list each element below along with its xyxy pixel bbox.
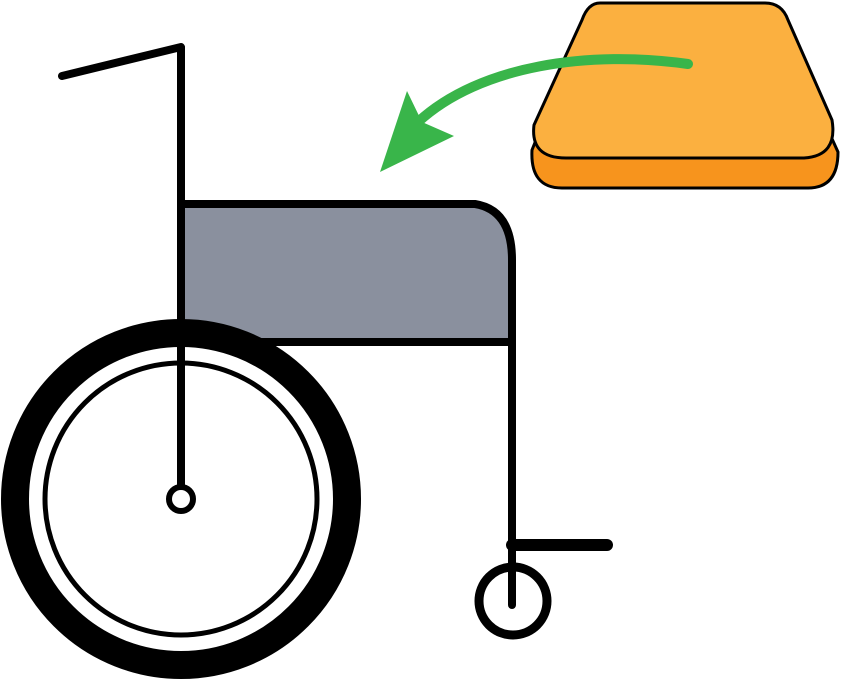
rear-wheel-tire — [1, 319, 361, 679]
rear-wheel-hub — [166, 484, 196, 514]
cushion-top — [532, 1, 835, 160]
arrow-icon — [380, 54, 693, 172]
arrow-shaft — [413, 54, 693, 127]
wheelchair-icon — [1, 43, 613, 679]
arrow-head — [380, 91, 454, 172]
seat-cushion-icon — [530, 1, 840, 190]
push-handle — [58, 43, 185, 489]
seat-panel — [177, 200, 516, 346]
